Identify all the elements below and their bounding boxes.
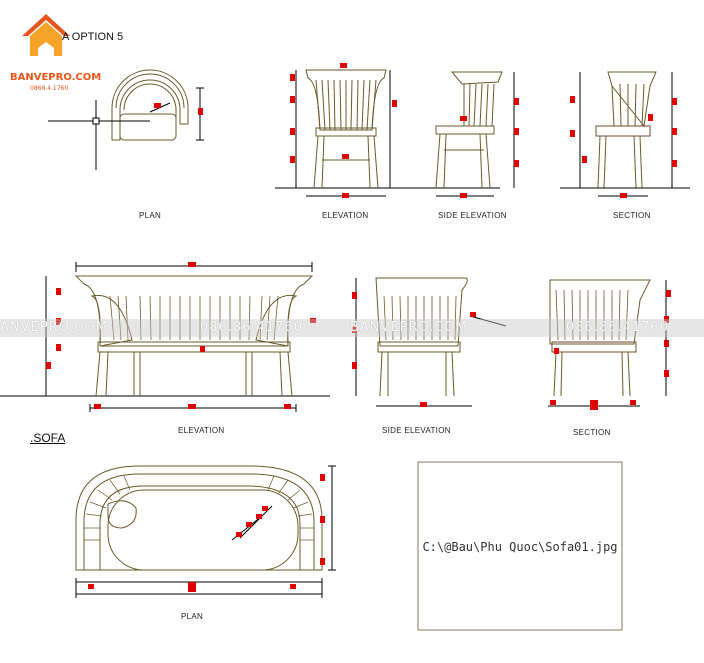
watermark-phone-left: 086.86.41760 <box>200 320 303 335</box>
chair-side-elevation-label: SIDE ELEVATION <box>438 211 507 220</box>
sofa-plan-label: PLAN <box>181 612 204 621</box>
chair-plan-label: PLAN <box>139 211 162 220</box>
watermark-phone-right: 086.86.41760 <box>566 320 669 335</box>
chair-section-label: SECTION <box>613 211 651 220</box>
sofa-side-elevation-drawing <box>355 277 507 407</box>
sofa-section-drawing <box>548 279 667 407</box>
sofa-elevation-label: ELEVATION <box>178 426 225 435</box>
logo-brand: BANVEPRO.COM <box>10 72 102 83</box>
chair-plan-drawing <box>48 69 204 170</box>
dimension-markers <box>46 63 677 592</box>
watermark-brand-left: ANVEPRO.COM <box>0 320 108 335</box>
sofa-side-elevation-label: SIDE ELEVATION <box>382 426 451 435</box>
chair-side-elevation-drawing <box>435 71 515 197</box>
sofa-plan-drawing <box>75 465 336 598</box>
sofa-elevation-drawing <box>0 262 330 412</box>
logo-mark <box>22 14 70 56</box>
image-frame <box>417 461 623 631</box>
sofa-heading: .SOFA <box>30 431 66 445</box>
chair-elevation-drawing <box>275 69 500 197</box>
watermark-band <box>0 319 704 337</box>
chair-section-drawing <box>560 71 690 197</box>
sofa-section-label: SECTION <box>573 428 611 437</box>
image-path-text: C:\@Bau\Phu Quoc\Sofa01.jpg <box>422 540 618 554</box>
page-title: A OPTION 5 <box>62 31 124 43</box>
chair-elevation-label: ELEVATION <box>322 211 369 220</box>
logo-phone: 0868.4.1760 <box>30 85 69 92</box>
watermark-brand-mid: BANVEPRO.COM <box>350 320 468 335</box>
